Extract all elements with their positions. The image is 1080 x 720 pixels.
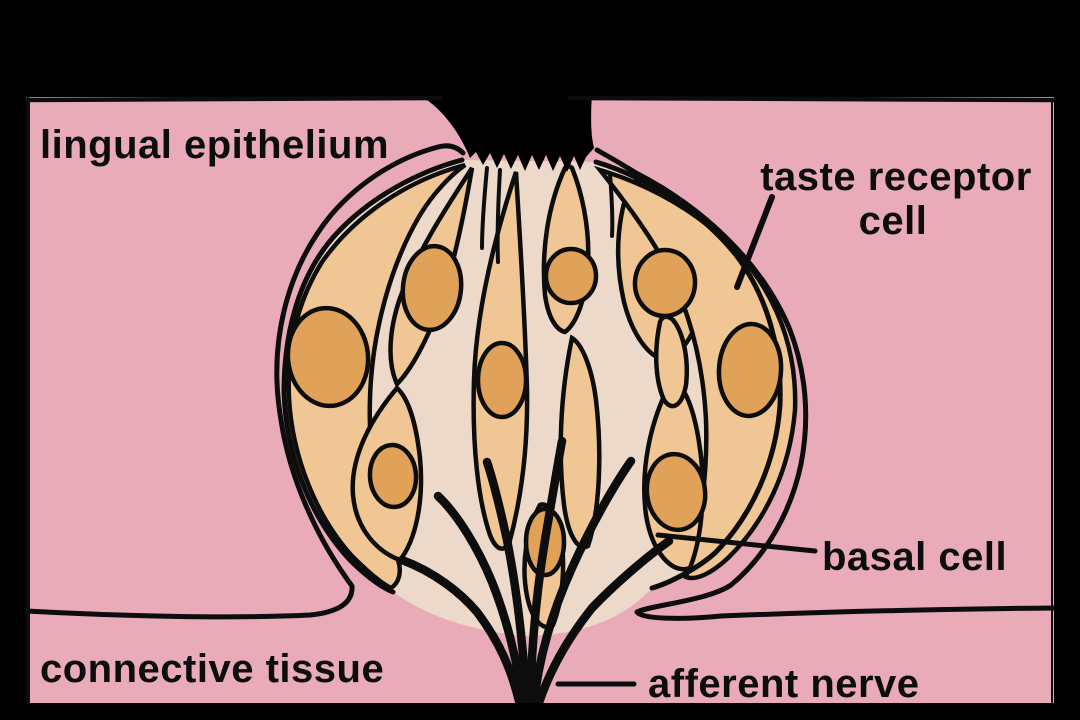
cell-nucleus	[475, 340, 529, 420]
nerve-fiber	[433, 491, 529, 715]
cell-nucleus	[644, 451, 708, 533]
nerve-fiber	[525, 436, 567, 715]
taste-pore	[400, 92, 594, 172]
left-black-edge	[0, 0, 26, 720]
nerve-fiber	[482, 457, 532, 715]
label-taste-receptor-line1: taste receptor	[760, 155, 1032, 199]
cell-membrane-line	[480, 166, 489, 250]
bottom-black-bar	[0, 703, 1080, 720]
label-basal-cell: basal cell	[822, 535, 1007, 579]
epithelium-boundary-right	[594, 147, 1057, 621]
cell-nucleus	[285, 305, 371, 409]
epithelium-surface-line	[567, 95, 1057, 103]
cell-membrane-line	[495, 168, 502, 264]
cell-nucleus	[543, 246, 599, 306]
cell-membrane-line	[608, 172, 615, 238]
cell-nucleus	[400, 243, 464, 333]
pointer-line-taste-receptor	[734, 194, 775, 290]
nerve-fiber	[397, 555, 526, 715]
label-lingual-epithelium: lingual epithelium	[40, 123, 389, 167]
taste-bud-outline-left	[281, 157, 465, 595]
cell-nucleus	[367, 442, 419, 510]
top-black-bar	[0, 0, 1080, 97]
label-afferent-nerve: afferent nerve	[648, 662, 920, 706]
right-black-edge	[1054, 0, 1080, 720]
label-connective-tissue: connective tissue	[40, 647, 384, 691]
pointer-line-basal-cell	[655, 532, 818, 554]
label-taste-receptor-line2: cell	[859, 199, 928, 243]
nerve-fiber	[531, 536, 674, 717]
epithelium-surface-line	[23, 95, 443, 103]
cell-nucleus	[716, 321, 784, 419]
cell-nucleus	[632, 247, 698, 319]
epithelium-boundary-left	[23, 143, 466, 620]
nerve-fiber	[528, 456, 636, 715]
taste-cell-left-outer	[286, 162, 467, 591]
